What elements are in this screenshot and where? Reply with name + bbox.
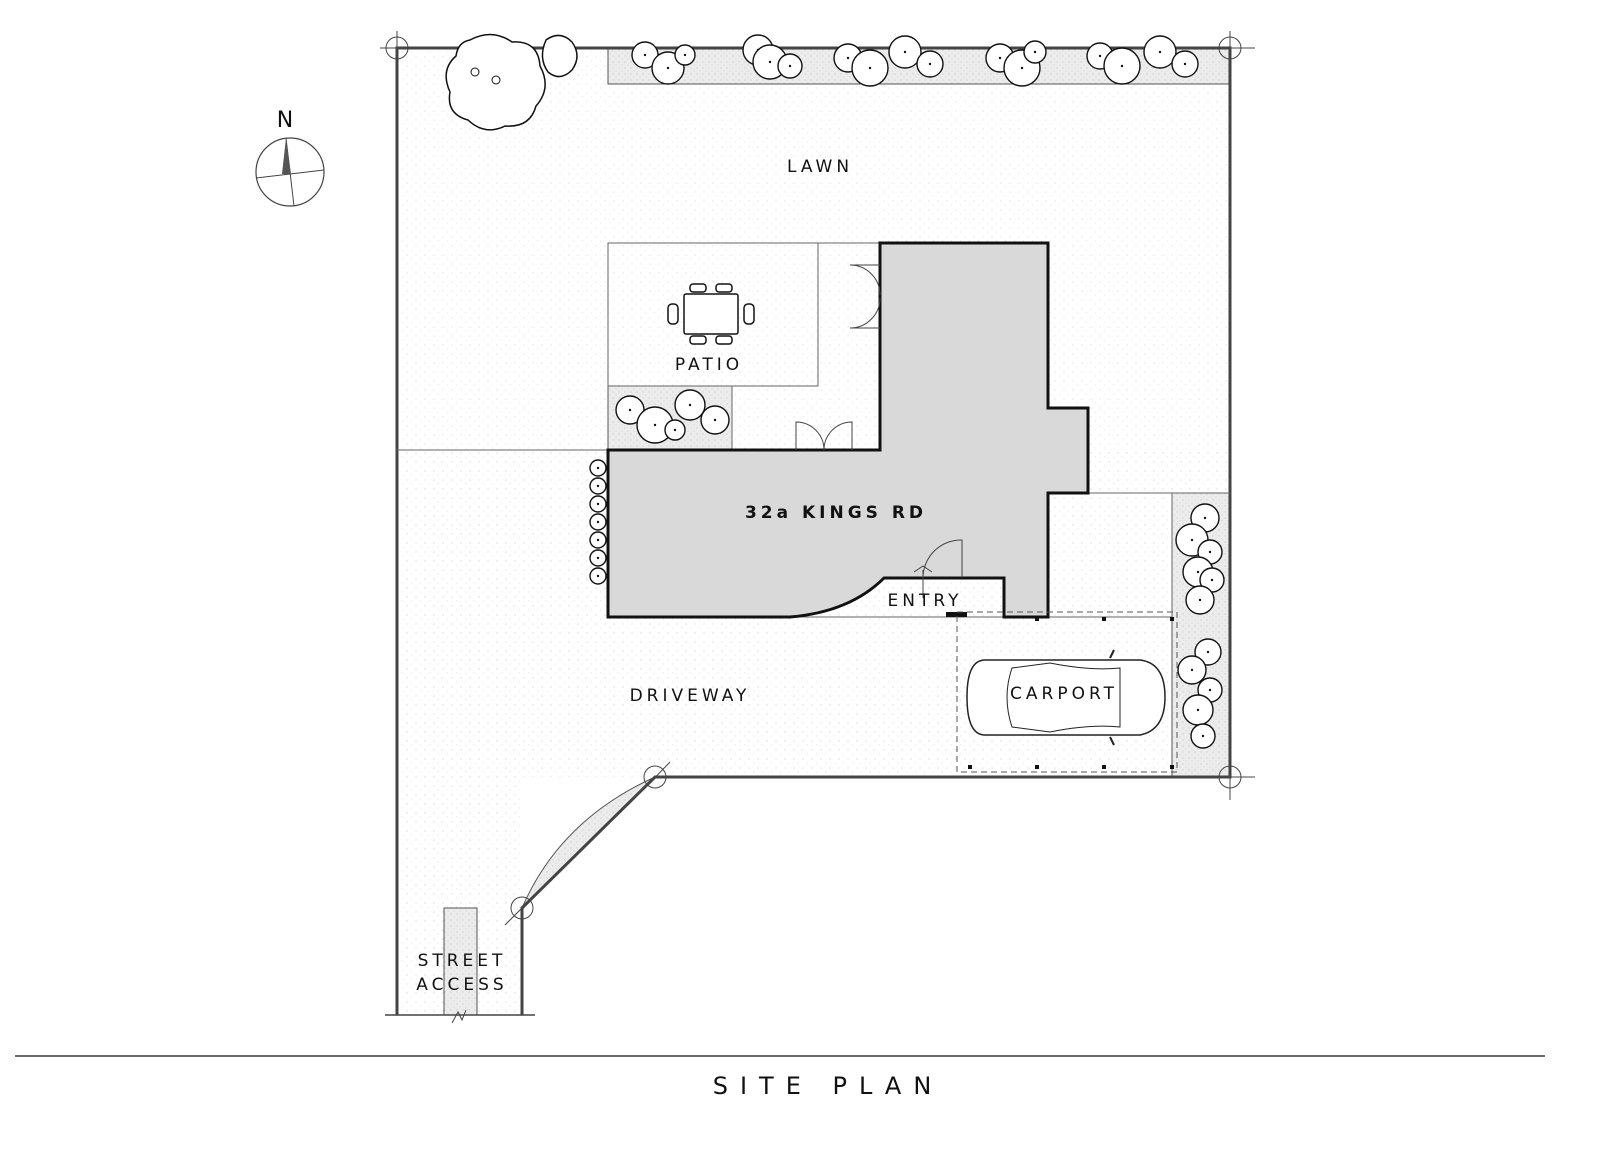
house-footprint [606, 241, 1090, 619]
shrub-center-dot [846, 56, 850, 60]
shrub-center-dot [928, 62, 932, 66]
shrub-center-dot [683, 53, 687, 57]
shrub-center-dot [768, 60, 772, 64]
shrub-center-dot [713, 418, 717, 422]
doors [795, 264, 963, 579]
survey-markers [380, 31, 1255, 926]
shrub-center-dot [1190, 538, 1194, 542]
shrub-center-dot [673, 428, 677, 432]
patio-table-icon [667, 283, 755, 345]
shrub-center-dot [596, 520, 600, 524]
shrub-center-dot [1033, 50, 1037, 54]
carport-label: CARPORT [1010, 684, 1118, 704]
shrub-center-dot [596, 466, 600, 470]
shrub-center-dot [1020, 66, 1024, 70]
drawing-title: SITE PLAN [713, 1072, 944, 1100]
shrubs [589, 34, 1225, 749]
north-arrow-icon [255, 137, 325, 207]
shrub-center-dot [998, 56, 1002, 60]
shrub-center-dot [688, 403, 692, 407]
street-access-path [443, 907, 478, 1016]
north-label: N [277, 108, 293, 133]
shrub-center-dot [868, 66, 872, 70]
entry-arrow-icon [913, 565, 933, 598]
lawn-label: LAWN [787, 157, 853, 177]
carport-posts [968, 617, 1174, 769]
shrub-center-dot [1201, 734, 1205, 738]
shrub-center-dot [596, 556, 600, 560]
shrub-center-dot [788, 64, 792, 68]
shrub-center-dot [1206, 650, 1210, 654]
entry-doormat [946, 612, 967, 617]
shrub-center-dot [596, 502, 600, 506]
driveway-label: DRIVEWAY [630, 686, 751, 706]
carport-outline [956, 611, 1178, 773]
shrub-center-dot [1198, 598, 1202, 602]
access-label: ACCESS [416, 975, 507, 995]
car-icon [966, 649, 1166, 746]
shrub-center-dot [1098, 54, 1102, 58]
shrub-center-dot [1183, 62, 1187, 66]
shrub-center-dot [596, 574, 600, 578]
shrub-center-dot [596, 484, 600, 488]
shrub-center-dot [1203, 516, 1207, 520]
shrub-center-dot [628, 408, 632, 412]
shrub-center-dot [666, 66, 670, 70]
shrub-center-dot [1190, 668, 1194, 672]
shrub-center-dot [1208, 550, 1212, 554]
patio-label: PATIO [675, 355, 743, 375]
shrub-center-dot [1158, 50, 1162, 54]
entry-label: ENTRY [888, 591, 963, 611]
lawn-area [397, 48, 1230, 450]
shrub-center-dot [1120, 64, 1124, 68]
shrub-center-dot [1196, 708, 1200, 712]
large-tree-icon [445, 33, 578, 131]
shrub-center-dot [1208, 688, 1212, 692]
shrub-center-dot [1210, 578, 1214, 582]
shrub-center-dot [653, 423, 657, 427]
shrub-center-dot [903, 50, 907, 54]
break-mark [451, 1009, 467, 1024]
shrub-center-dot [596, 538, 600, 542]
shrub-center-dot [643, 53, 647, 57]
house-label: 32a KINGS RD [745, 503, 927, 523]
street-label: STREET [418, 951, 507, 971]
shrub-center-dot [1196, 570, 1200, 574]
